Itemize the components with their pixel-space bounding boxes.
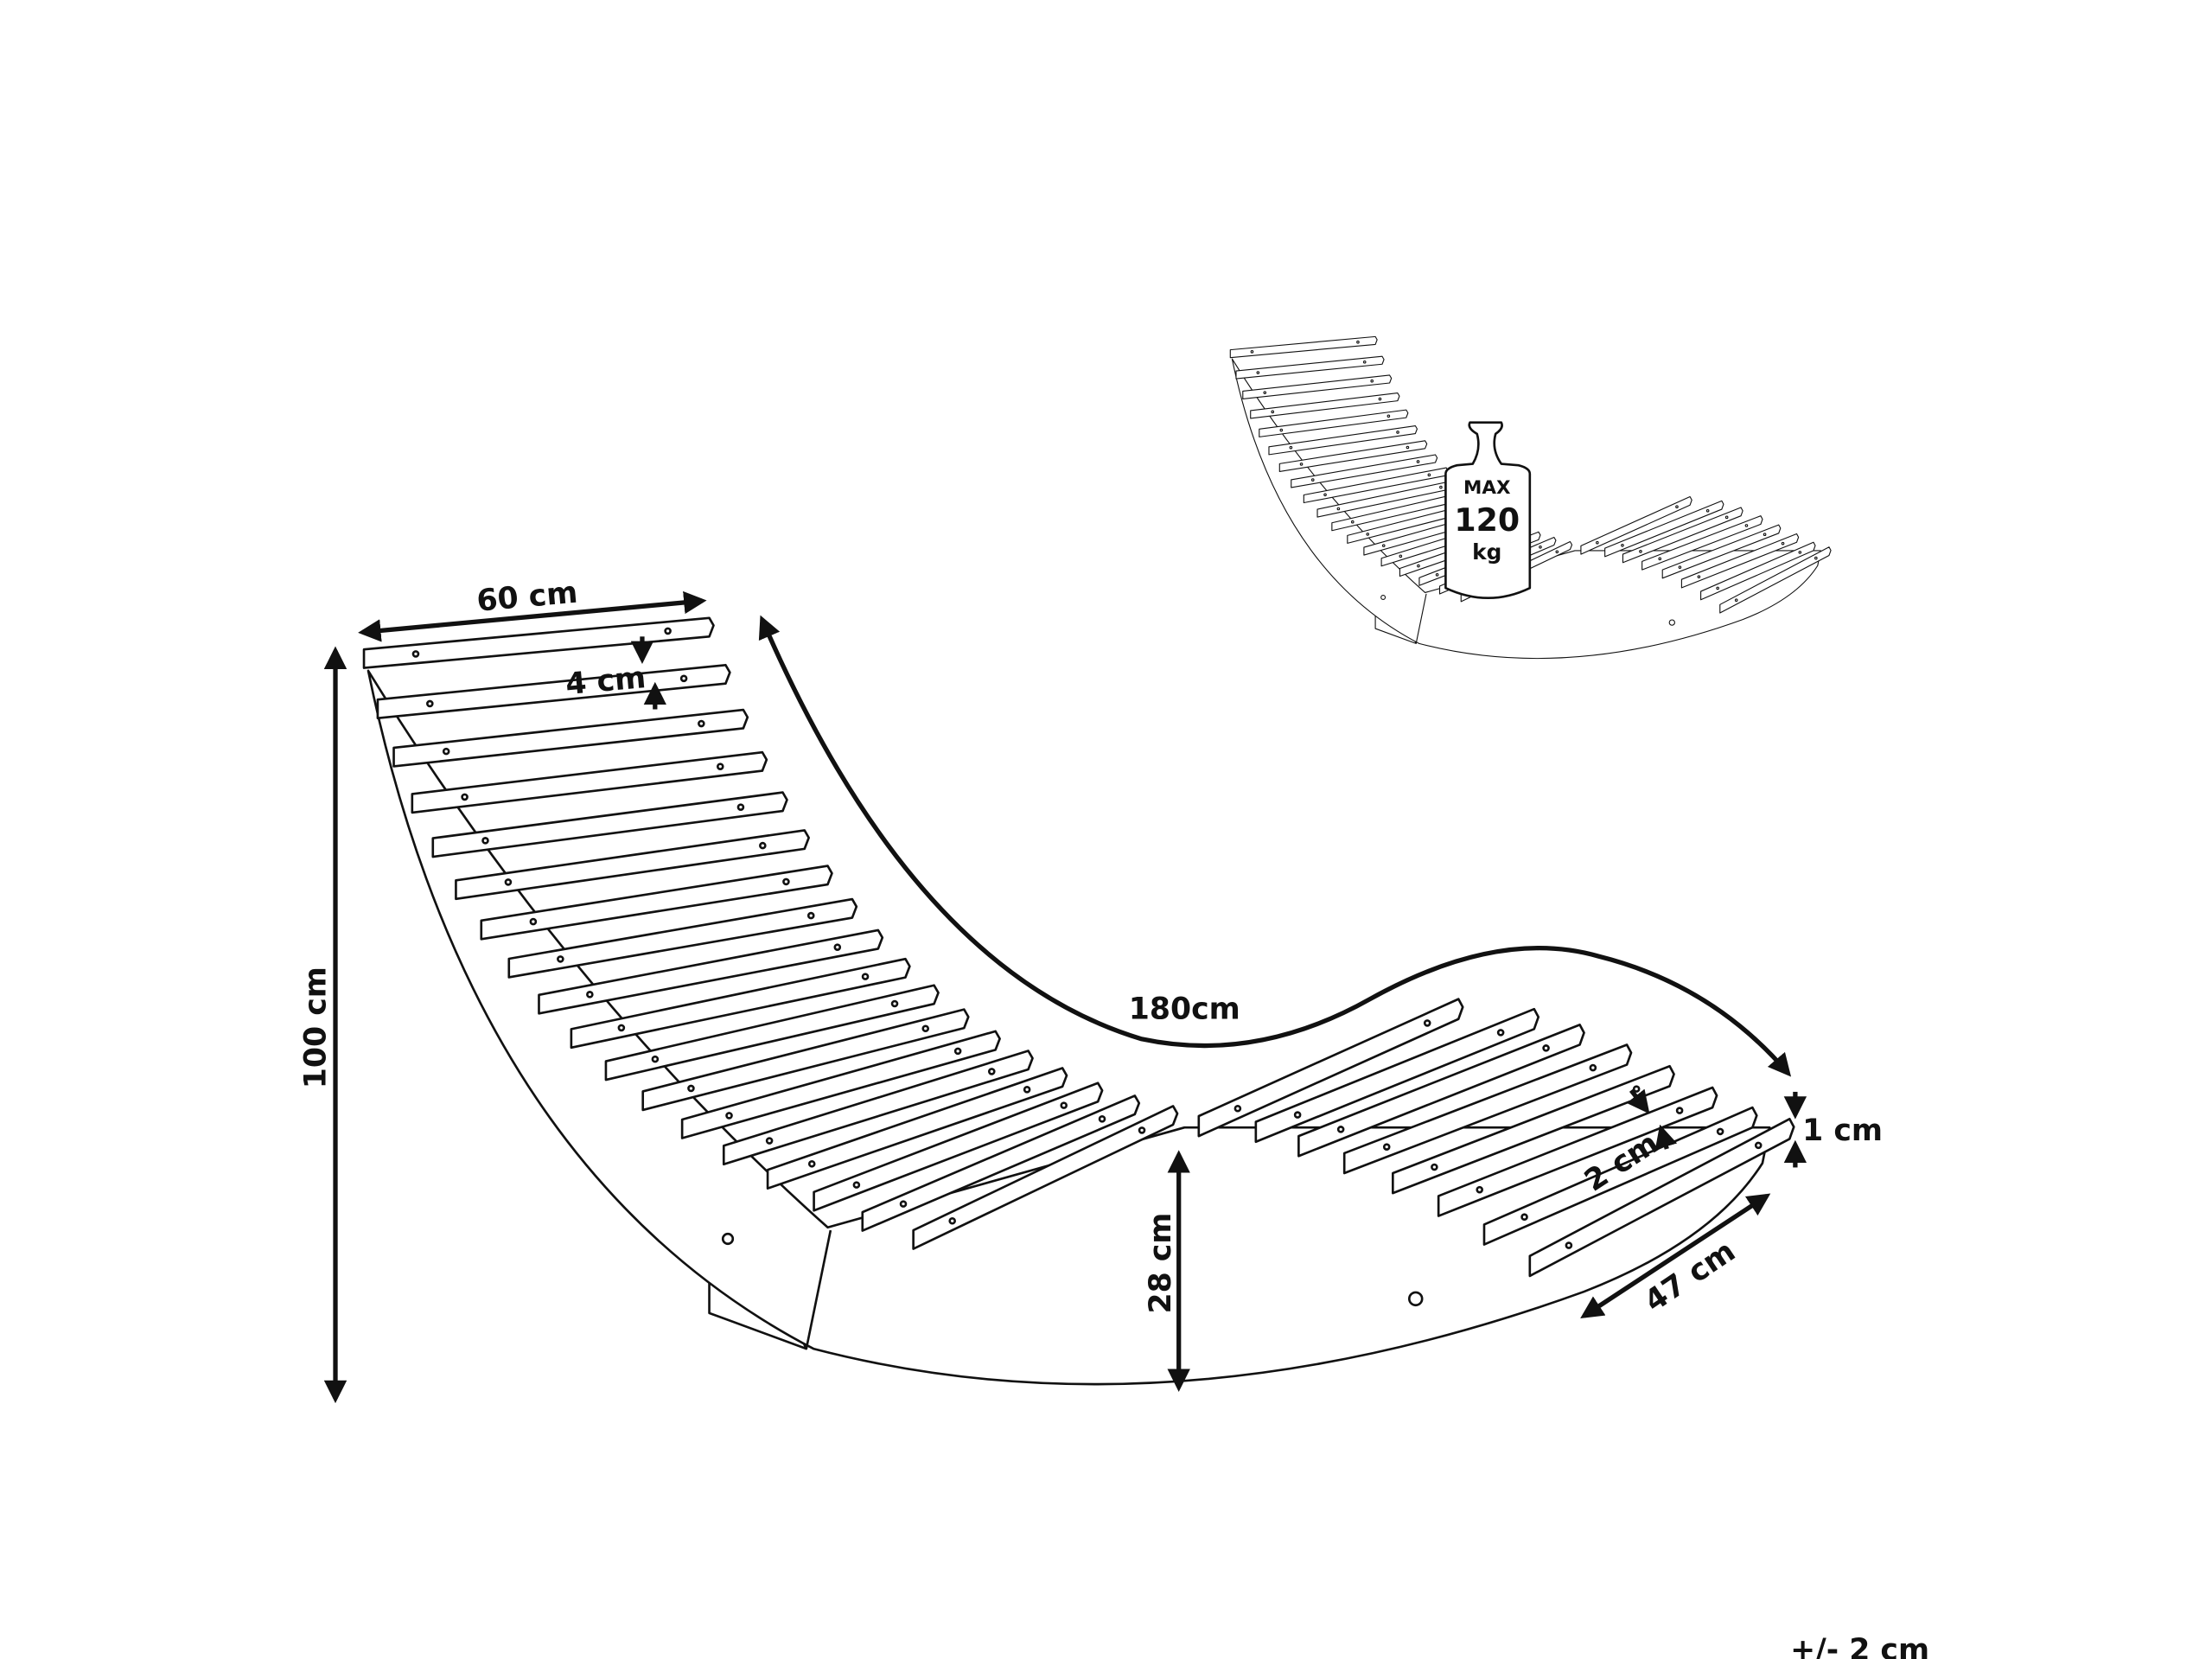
- height-label: 100 cm: [298, 967, 333, 1088]
- thickness-label: 1 cm: [1802, 1113, 1883, 1148]
- width-arrow: [358, 590, 707, 642]
- seat-height-label: 28 cm: [1144, 1213, 1178, 1314]
- length-arrow: [758, 615, 1792, 1077]
- length-label: 180cm: [1129, 992, 1240, 1027]
- slat-gap-label: 4 cm: [564, 660, 647, 702]
- leg-gap-arrow-top: [1626, 1088, 1650, 1114]
- max-load-weight-icon: MAX 120 kg: [1444, 421, 1532, 599]
- tolerance-label: +/- 2 cm: [1790, 1633, 1929, 1659]
- leg-width-arrow: [1580, 1193, 1771, 1319]
- main-lounger: [362, 616, 1795, 1386]
- max-load-unit: kg: [1472, 539, 1501, 565]
- max-load-value: 120: [1454, 501, 1520, 539]
- leg-gap-arrow-bottom: [1654, 1124, 1678, 1150]
- max-load-label: MAX: [1463, 477, 1511, 499]
